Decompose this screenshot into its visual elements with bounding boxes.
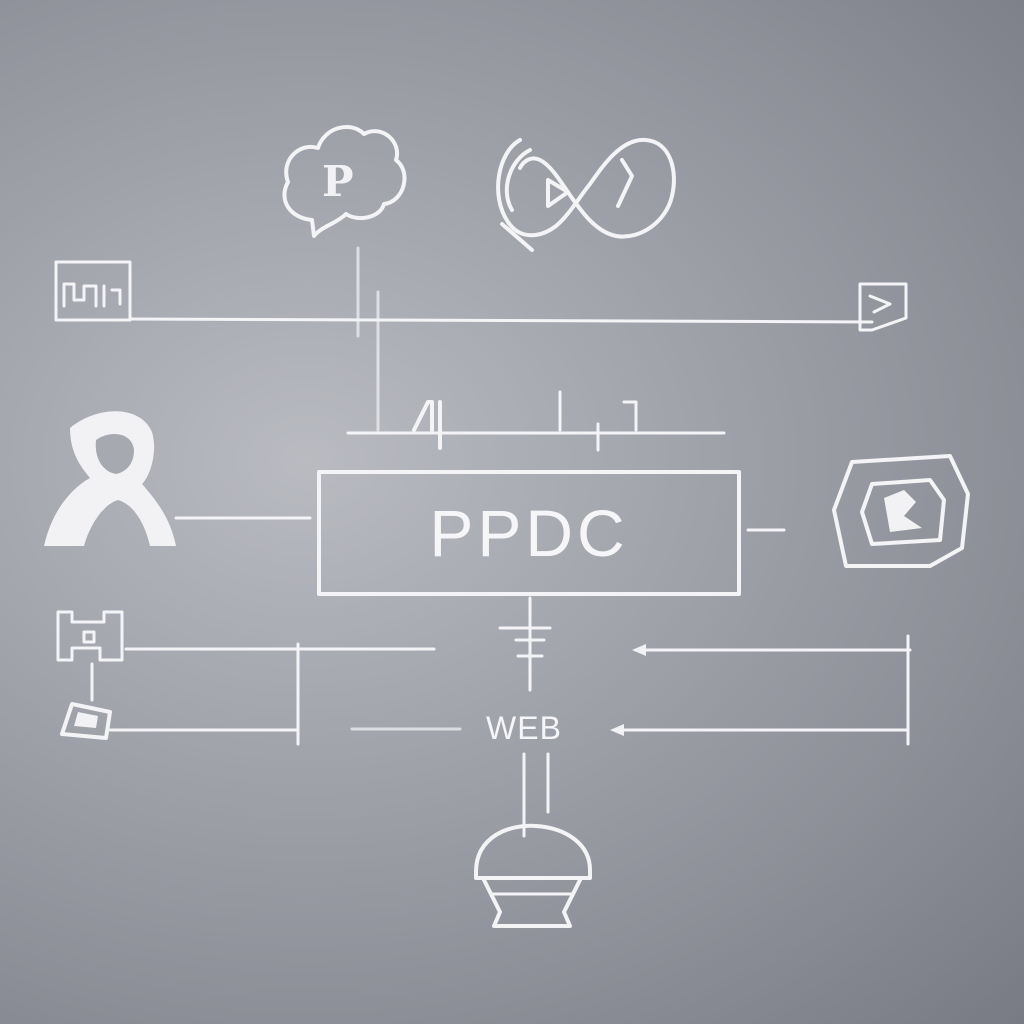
center-stem-ticks bbox=[498, 626, 552, 658]
signal-window-icon bbox=[54, 260, 132, 322]
speech-cloud-icon: P bbox=[282, 124, 407, 238]
cloud-glyph: P bbox=[322, 157, 354, 206]
circuit-board-icon bbox=[56, 610, 124, 662]
flag-icon bbox=[858, 282, 908, 332]
person-icon bbox=[44, 411, 176, 546]
web-node-label: WEB bbox=[486, 709, 562, 746]
infinity-loop-icon bbox=[496, 137, 676, 252]
web-stem-lines bbox=[522, 752, 550, 838]
ppdc-node-box bbox=[317, 470, 741, 596]
box-logo-icon bbox=[832, 454, 970, 568]
middle-ticks bbox=[558, 390, 638, 452]
middle-glyph-4 bbox=[412, 400, 442, 450]
right-upper-arrow bbox=[632, 644, 646, 656]
top-horizontal-line bbox=[128, 317, 874, 324]
pot-bowl-icon bbox=[474, 823, 592, 928]
scale-tray-icon bbox=[60, 702, 112, 740]
right-lower-arrow bbox=[610, 724, 624, 736]
